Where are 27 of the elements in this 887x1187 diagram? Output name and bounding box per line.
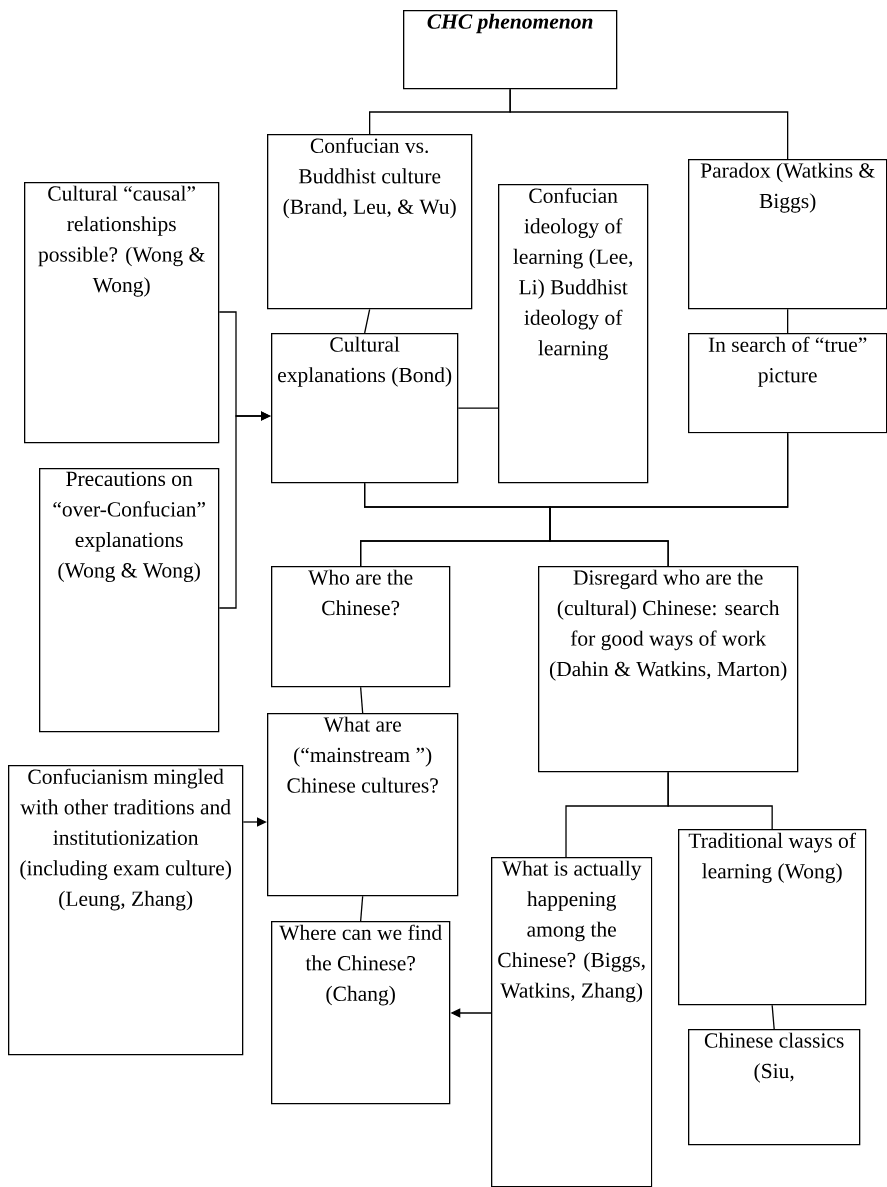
text-box: Confucian vs. Buddhist culture (Brand, Leu, & Wu) (267, 134, 473, 310)
connector-line (771, 1004, 775, 1030)
text-box: Cultural “causal” relationships possible? (Wong & Wong) (24, 182, 220, 444)
connector-line (364, 308, 371, 334)
connector-line (457, 407, 499, 409)
text-box: Where can we find the Chinese? (Chang) (271, 921, 451, 1105)
text-box: What is actually happening among the Chinese? (Biggs, Watkins, Zhang) (491, 857, 653, 1187)
connector-line (787, 308, 789, 334)
text-box: In search of “true” picture (688, 333, 887, 434)
text-box: Cultural explanations (Bond) (271, 333, 459, 484)
text-box: Precautions on “over-Confucian” explanations (Wong & Wong) (39, 468, 220, 733)
text-box: Confucianism mingled with other traditions and institutionization (including exam culture) (Leung, Zhang) (8, 765, 244, 1056)
text-box: Confucian ideology of learning (Lee, Li) Buddhist ideology of learning (498, 184, 649, 484)
text-box: Who are the Chinese? (271, 566, 451, 688)
text-box: What are (“mainstream ”) Chinese cultures? (267, 713, 459, 897)
connector-line (360, 895, 364, 922)
text-box: Traditional ways of learning (Wong) (678, 829, 867, 1006)
connector-line (667, 771, 773, 830)
arrow (242, 817, 267, 827)
text-box: Paradox (Watkins & Biggs) (688, 159, 887, 310)
arrow (218, 411, 271, 609)
text-box: CHC phenomenon (403, 10, 618, 90)
connector-line (509, 88, 789, 160)
text-box: Chinese classics (Siu, (688, 1029, 861, 1146)
connector-line (549, 432, 789, 567)
text-box: Disregard who are the (cultural) Chinese: search for good ways of work (Dahin & Watkins, Marton) (538, 566, 799, 773)
connector-line (360, 686, 364, 714)
